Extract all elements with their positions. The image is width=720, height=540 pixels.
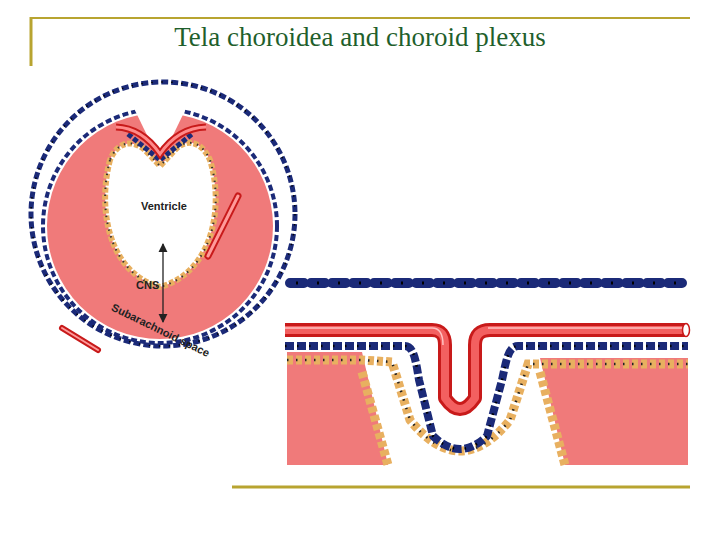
cell-nuclei: [31, 82, 295, 346]
blood-vessel: [62, 328, 98, 350]
cell-nuclei: [285, 346, 688, 449]
slide-title: Tela choroidea and choroid plexus: [60, 22, 660, 53]
span-arrow: [162, 244, 163, 322]
cell-nuclei: [296, 282, 684, 285]
frame-line: [31, 17, 690, 19]
blood-vessel: [116, 127, 206, 154]
blood-vessel: [285, 330, 686, 409]
blood-vessel: [285, 330, 686, 409]
ependyma: [362, 372, 565, 465]
ventricle: [105, 143, 216, 287]
region-label: CNS: [136, 279, 159, 291]
frame-line: [232, 486, 690, 489]
ependyma-nuclei: [105, 143, 216, 287]
blood-vessel: [62, 328, 98, 350]
cns-tissue: [540, 358, 688, 465]
pia-layer: [285, 346, 688, 449]
region-label: Ventricle: [141, 200, 187, 212]
vessel-lumen: [683, 324, 690, 337]
arachnoid-layer: [31, 82, 295, 346]
blood-vessel: [208, 196, 238, 256]
blood-vessel: [116, 127, 206, 154]
vessel-highlight: [285, 328, 686, 345]
frame-line: [30, 17, 33, 66]
blood-vessel: [208, 196, 238, 256]
arachnoid-layer: [290, 278, 684, 288]
